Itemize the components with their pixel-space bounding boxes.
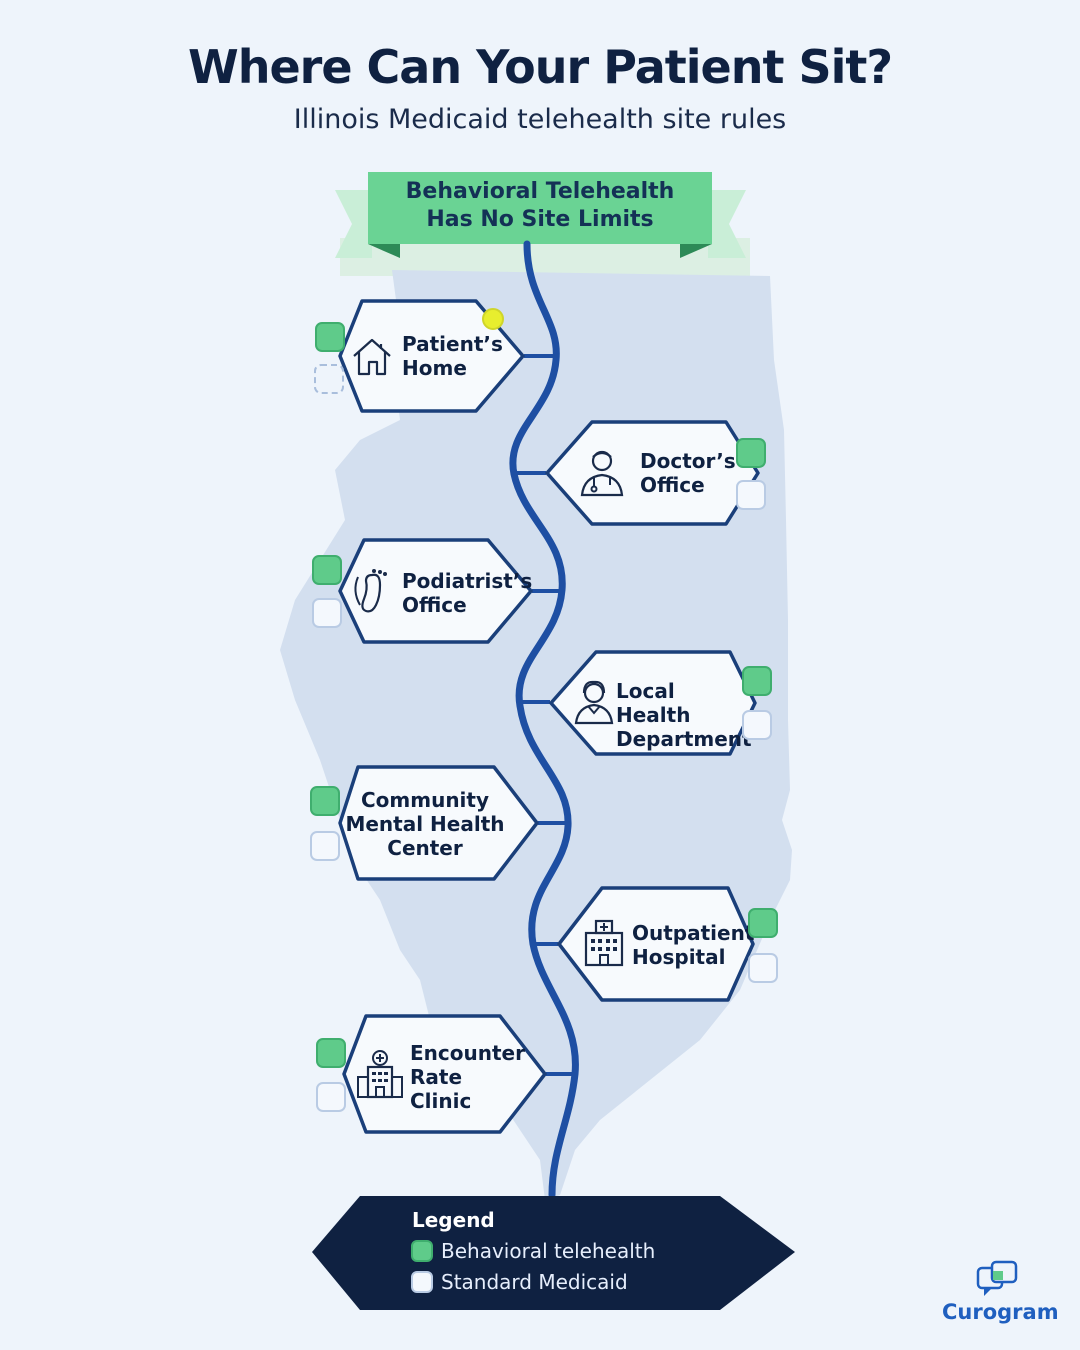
legend-item-behavioral: Behavioral telehealth — [441, 1239, 656, 1263]
behavioral-check — [742, 666, 772, 696]
site-node-local-health-department: Local Health Department — [549, 650, 757, 756]
site-label: Podiatrist’s Office — [402, 569, 533, 617]
site-label: Patient’s Home — [402, 332, 503, 380]
house-icon — [350, 334, 394, 378]
page-title: Where Can Your Patient Sit? — [187, 40, 893, 94]
banner-ribbon-left — [335, 190, 372, 258]
banner-fold-left — [368, 244, 400, 258]
banner-label: Behavioral Telehealth Has No Site Limits — [368, 178, 712, 234]
standard-check — [736, 480, 766, 510]
curogram-logo-icon — [976, 1260, 1018, 1296]
site-node-outpatient-hospital: Outpatient Hospital — [557, 886, 755, 1002]
behavioral-check — [748, 908, 778, 938]
banner-fold-right — [680, 244, 712, 258]
site-label: Community Mental Health Center — [345, 788, 505, 860]
standard-check — [312, 598, 342, 628]
standard-check — [310, 831, 340, 861]
site-node-podiatrists-office: Podiatrist’s Office — [330, 538, 533, 644]
site-node-doctors-office: Doctor’s Office — [545, 420, 760, 526]
banner-ribbon-right — [708, 190, 746, 258]
banner-body — [368, 172, 712, 244]
site-label: Outpatient Hospital — [632, 921, 755, 969]
node-outline — [338, 299, 525, 413]
standard-check-empty — [314, 364, 344, 394]
node-outline — [342, 1014, 547, 1134]
standard-check — [316, 1082, 346, 1112]
behavioral-check — [312, 555, 342, 585]
site-node-community-mental-health-center: Community Mental Health Center — [328, 765, 539, 881]
banner-line-2: Has No Site Limits — [426, 207, 654, 232]
banner-line-1: Behavioral Telehealth — [405, 179, 675, 204]
standard-check — [748, 953, 778, 983]
clinic-icon — [356, 1049, 403, 1099]
legend-swatch-behavioral — [411, 1240, 433, 1262]
node-outline — [338, 765, 539, 881]
nurse-icon — [572, 679, 616, 725]
node-outline — [557, 886, 755, 1002]
site-label: Local Health Department — [616, 679, 752, 751]
node-outline — [338, 538, 533, 644]
legend-swatch-standard — [411, 1271, 433, 1293]
standard-check — [742, 710, 772, 740]
brand-name: Curogram — [942, 1300, 1059, 1324]
site-node-encounter-rate-clinic: Encounter Rate Clinic — [332, 1014, 547, 1134]
legend-item-standard: Standard Medicaid — [441, 1270, 628, 1294]
foot-icon — [350, 567, 394, 613]
page-subtitle: Illinois Medicaid telehealth site rules — [293, 104, 787, 135]
highlight-dot — [482, 308, 504, 330]
behavioral-check — [315, 322, 345, 352]
node-outline — [545, 420, 760, 526]
behavioral-check — [310, 786, 340, 816]
hospital-icon — [582, 919, 626, 967]
site-label: Doctor’s Office — [640, 449, 736, 497]
node-outline — [549, 650, 757, 756]
behavioral-check — [736, 438, 766, 468]
legend-title: Legend — [412, 1208, 495, 1232]
site-label: Encounter Rate Clinic — [410, 1041, 525, 1113]
route-line — [509, 240, 579, 1199]
behavioral-check — [316, 1038, 346, 1068]
doctor-icon — [578, 447, 624, 497]
site-node-patients-home: Patient’s Home — [328, 299, 525, 413]
